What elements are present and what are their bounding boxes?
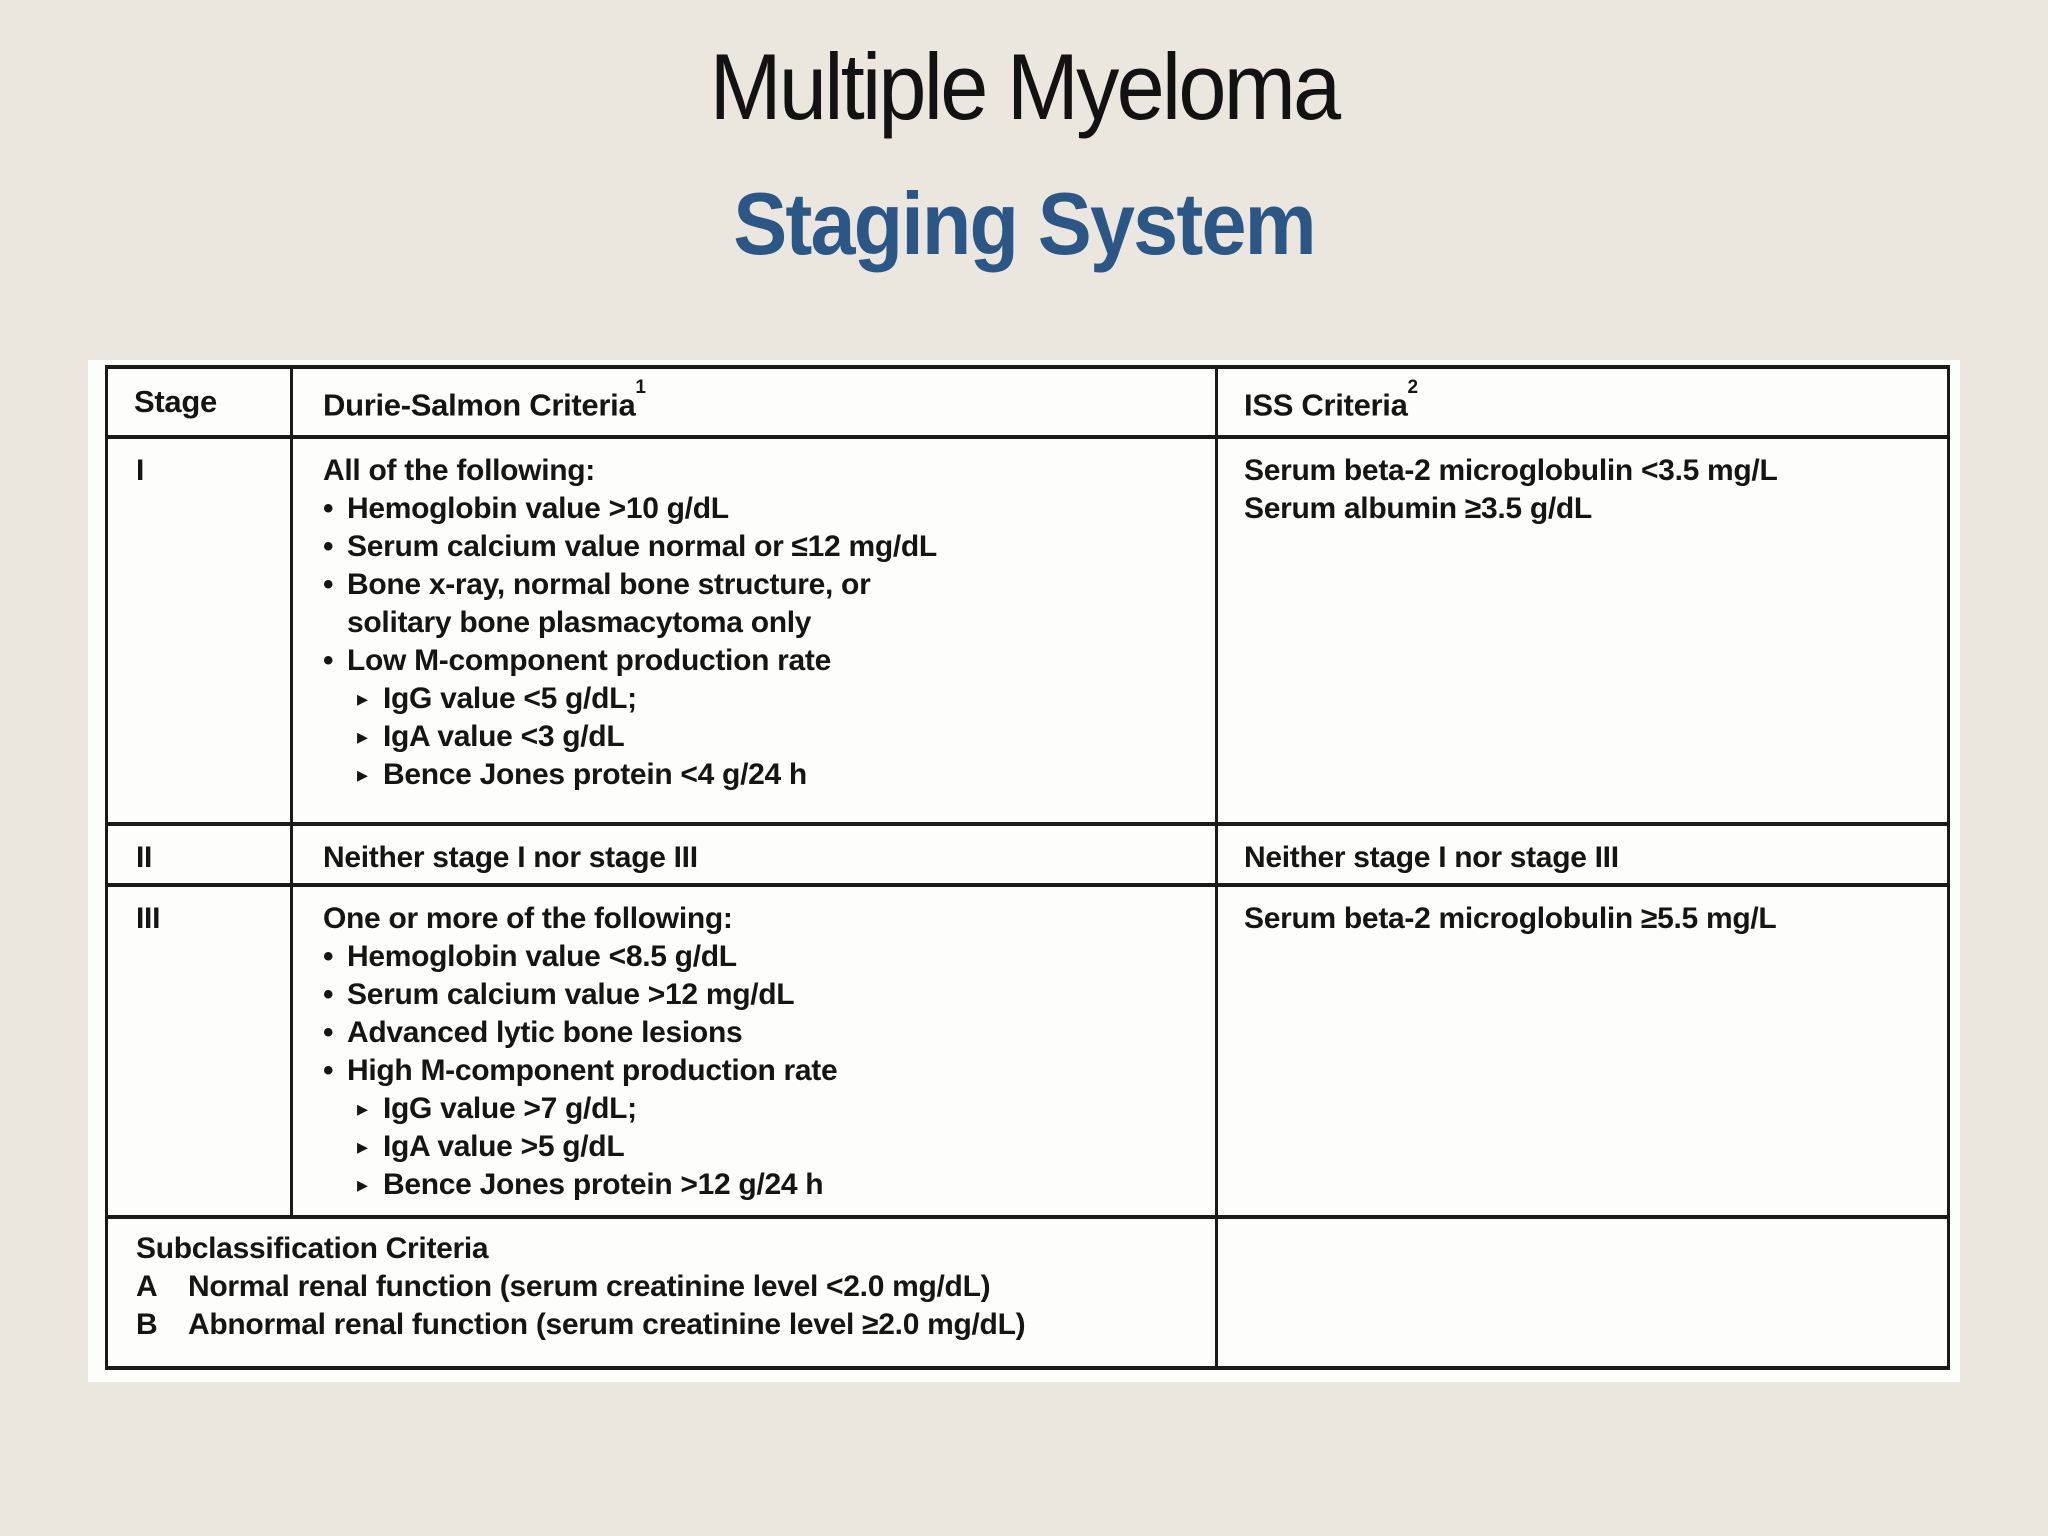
- criteria-subline: ▸ IgA value <3 g/dL: [357, 718, 1203, 756]
- triangle-bullet-marker: ▸: [357, 686, 368, 711]
- bullet-marker: •: [323, 978, 334, 1011]
- bullet-marker: •: [323, 644, 334, 677]
- stage-2-label: II: [136, 841, 153, 874]
- criteria-text: One or more of the following:: [323, 902, 733, 935]
- subclassification-item-a: A Normal renal function (serum creatinine…: [136, 1268, 1203, 1306]
- footnote-ref-2: 2: [1407, 376, 1419, 398]
- criteria-text: Advanced lytic bone lesions: [347, 1016, 743, 1049]
- stage-3-label-cell: III: [105, 883, 293, 1219]
- criteria-text: IgA value <3 g/dL: [383, 720, 625, 753]
- stage-2-durie-salmon-cell: Neither stage I nor stage III: [290, 822, 1218, 887]
- criteria-text: Normal renal function (serum creatinine …: [188, 1270, 991, 1303]
- criteria-text: Low M-component production rate: [347, 644, 832, 677]
- criteria-text: Hemoglobin value >10 g/dL: [347, 492, 729, 525]
- title-block: Multiple Myeloma Staging System: [0, 28, 2048, 280]
- bullet-marker: •: [323, 530, 334, 563]
- stage-1-iss-cell: Serum beta-2 microglobulin <3.5 mg/L Ser…: [1215, 435, 1950, 826]
- criteria-text: Subclassification Criteria: [136, 1232, 489, 1265]
- criteria-text: Neither stage I nor stage III: [1244, 841, 1619, 874]
- criteria-line: Neither stage I nor stage III: [323, 839, 1203, 877]
- criteria-line: • Bone x-ray, normal bone structure, or: [323, 566, 1203, 604]
- criteria-line: • Serum calcium value normal or ≤12 mg/dL: [323, 528, 1203, 566]
- criteria-text: Bence Jones protein <4 g/24 h: [383, 758, 807, 791]
- column-header-iss: ISS Criteria2: [1215, 365, 1950, 439]
- criteria-line-continuation: solitary bone plasmacytoma only: [347, 604, 1203, 642]
- criteria-subline: ▸ IgG value <5 g/dL;: [357, 680, 1203, 718]
- criteria-text: Serum calcium value normal or ≤12 mg/dL: [347, 530, 937, 563]
- column-header-durie-salmon: Durie-Salmon Criteria1: [290, 365, 1218, 439]
- column-header-stage-label: Stage: [134, 384, 217, 419]
- triangle-bullet-marker: ▸: [357, 1134, 368, 1159]
- criteria-line: Serum beta-2 microglobulin ≥5.5 mg/L: [1244, 900, 1935, 938]
- bullet-marker: •: [323, 1054, 334, 1087]
- column-header-stage: Stage: [105, 365, 293, 439]
- subclassification-item-b: B Abnormal renal function (serum creatini…: [136, 1306, 1203, 1344]
- triangle-bullet-marker: ▸: [357, 762, 368, 787]
- stage-3-durie-salmon-cell: One or more of the following: • Hemoglobi…: [290, 883, 1218, 1219]
- criteria-text: Serum beta-2 microglobulin <3.5 mg/L: [1244, 454, 1778, 487]
- criteria-text: IgG value <5 g/dL;: [383, 682, 637, 715]
- criteria-line: Serum beta-2 microglobulin <3.5 mg/L: [1244, 452, 1935, 490]
- page-subtitle: Staging System: [733, 174, 1316, 273]
- criteria-text: Bence Jones protein >12 g/24 h: [383, 1168, 824, 1201]
- criteria-line: One or more of the following:: [323, 900, 1203, 938]
- criteria-line: Neither stage I nor stage III: [1244, 839, 1935, 877]
- column-header-durie-salmon-label: Durie-Salmon Criteria: [323, 387, 636, 423]
- criteria-line: • Serum calcium value >12 mg/dL: [323, 976, 1203, 1014]
- staging-table-panel: Stage Durie-Salmon Criteria1 ISS Criteri…: [88, 360, 1960, 1382]
- criteria-line: • Hemoglobin value >10 g/dL: [323, 490, 1203, 528]
- footnote-ref-1: 1: [635, 376, 646, 398]
- criteria-text: High M-component production rate: [347, 1054, 838, 1087]
- criteria-line: • Hemoglobin value <8.5 g/dL: [323, 938, 1203, 976]
- criteria-text: Serum albumin ≥3.5 g/dL: [1244, 492, 1592, 525]
- criteria-text: IgG value >7 g/dL;: [383, 1092, 637, 1125]
- subclass-letter-a: A: [136, 1270, 158, 1303]
- criteria-text: Abnormal renal function (serum creatinin…: [188, 1308, 1026, 1341]
- staging-table: Stage Durie-Salmon Criteria1 ISS Criteri…: [105, 365, 1950, 1370]
- criteria-subline: ▸ Bence Jones protein >12 g/24 h: [357, 1166, 1203, 1204]
- criteria-line: • Advanced lytic bone lesions: [323, 1014, 1203, 1052]
- triangle-bullet-marker: ▸: [357, 1172, 368, 1197]
- criteria-line: All of the following:: [323, 452, 1203, 490]
- stage-1-durie-salmon-cell: All of the following: • Hemoglobin value …: [290, 435, 1218, 826]
- subclassification-iss-empty-cell: [1215, 1215, 1950, 1370]
- triangle-bullet-marker: ▸: [357, 1096, 368, 1121]
- table-row-stage-2: II Neither stage I nor stage III Neither…: [105, 822, 1950, 887]
- bullet-marker: •: [323, 1016, 334, 1049]
- subclass-letter-b: B: [136, 1308, 158, 1341]
- criteria-text: solitary bone plasmacytoma only: [347, 606, 812, 639]
- criteria-line: • Low M-component production rate: [323, 642, 1203, 680]
- stage-1-label: I: [136, 454, 145, 487]
- criteria-line: Serum albumin ≥3.5 g/dL: [1244, 490, 1935, 528]
- table-header-row: Stage Durie-Salmon Criteria1 ISS Criteri…: [105, 365, 1950, 439]
- criteria-text: Serum beta-2 microglobulin ≥5.5 mg/L: [1244, 902, 1777, 935]
- table-row-stage-3: III One or more of the following: • Hemog…: [105, 883, 1950, 1219]
- criteria-text: Neither stage I nor stage III: [323, 841, 698, 874]
- criteria-subline: ▸ IgG value >7 g/dL;: [357, 1090, 1203, 1128]
- stage-3-iss-cell: Serum beta-2 microglobulin ≥5.5 mg/L: [1215, 883, 1950, 1219]
- subclassification-heading: Subclassification Criteria: [136, 1230, 1203, 1268]
- criteria-text: Serum calcium value >12 mg/dL: [347, 978, 795, 1011]
- table-row-stage-1: I All of the following: • Hemoglobin valu…: [105, 435, 1950, 826]
- criteria-subline: ▸ IgA value >5 g/dL: [357, 1128, 1203, 1166]
- stage-2-label-cell: II: [105, 822, 293, 887]
- bullet-marker: •: [323, 492, 334, 525]
- criteria-text: All of the following:: [323, 454, 595, 487]
- stage-1-label-cell: I: [105, 435, 293, 826]
- criteria-text: Bone x-ray, normal bone structure, or: [347, 568, 871, 601]
- bullet-marker: •: [323, 568, 334, 601]
- criteria-text: Hemoglobin value <8.5 g/dL: [347, 940, 737, 973]
- criteria-text: IgA value >5 g/dL: [383, 1130, 625, 1163]
- column-header-iss-label: ISS Criteria: [1244, 387, 1408, 423]
- page-title: Multiple Myeloma: [709, 34, 1341, 139]
- triangle-bullet-marker: ▸: [357, 724, 368, 749]
- stage-3-label: III: [136, 902, 161, 935]
- stage-2-iss-cell: Neither stage I nor stage III: [1215, 822, 1950, 887]
- subclassification-cell: Subclassification Criteria A Normal renal…: [105, 1215, 1218, 1370]
- criteria-subline: ▸ Bence Jones protein <4 g/24 h: [357, 756, 1203, 794]
- bullet-marker: •: [323, 940, 334, 973]
- criteria-line: • High M-component production rate: [323, 1052, 1203, 1090]
- table-row-subclassification: Subclassification Criteria A Normal renal…: [105, 1215, 1950, 1370]
